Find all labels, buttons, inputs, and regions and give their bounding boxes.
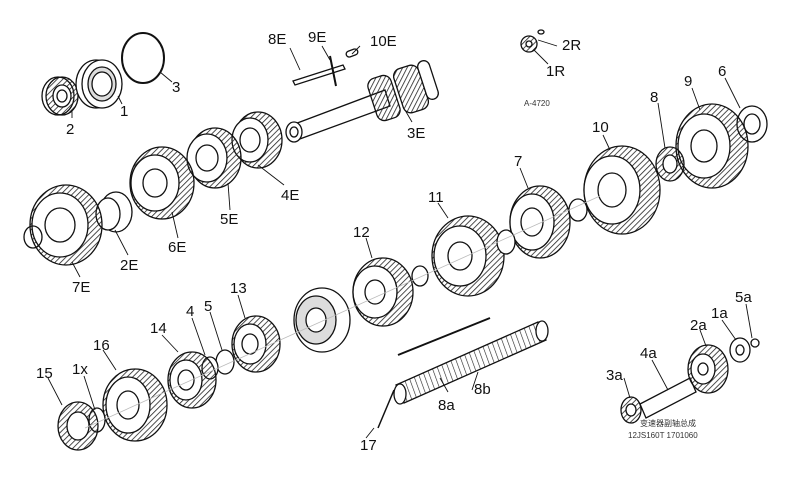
label-2a: 2a [690,317,707,334]
label-8E: 8E [268,31,286,48]
label-4E: 4E [281,187,299,204]
label-1x: 1x [72,361,88,378]
bearing-race-part-1 [75,59,123,109]
label-2R: 2R [562,37,581,54]
label-5: 5 [204,298,212,315]
washer-part-1a [729,337,751,363]
gear-part-2a [687,344,729,394]
label-1a: 1a [711,305,728,322]
dowel-part-17 [377,389,395,429]
label-9E: 9E [308,29,326,46]
gear-part-7 [509,185,588,259]
label-7E: 7E [72,279,90,296]
label-16: 16 [93,337,110,354]
label-4: 4 [186,303,194,320]
label-13: 13 [230,280,247,297]
label-2: 2 [66,121,74,138]
gear-part-16 [102,368,168,442]
label-2E: 2E [120,257,138,274]
label-14: 14 [150,320,167,337]
washer-part-1R [520,35,538,53]
label-6: 6 [718,63,726,80]
pin-part-2R [537,29,545,35]
gear-part-12 [352,257,429,327]
label-17: 17 [360,437,377,454]
gear-part-10 [583,145,661,235]
label-11: 11 [428,189,444,206]
input-shaft-part-3E [285,60,439,143]
label-15: 15 [36,365,53,382]
bearing-part-8 [655,146,685,182]
label-10: 10 [592,119,609,136]
label-5E: 5E [220,211,238,228]
snap-ring-part-3 [121,32,165,84]
label-10E: 10E [370,33,397,50]
gear-part-5E [186,127,242,189]
pinion-part-3a [620,396,642,424]
label-4a: 4a [640,345,657,362]
caption-line-1: 变速器副轴总成 [640,418,696,428]
label-12: 12 [353,224,370,241]
leader-lines [47,39,753,439]
label-8: 8 [650,89,658,106]
drawing-number: A-4720 [524,99,550,108]
key-part-8E [292,64,346,86]
label-6E: 6E [168,239,186,256]
label-7: 7 [514,153,522,170]
caption-line-2: 12JS160T 1701060 [628,431,698,440]
gear-part-11 [431,215,516,297]
label-8b: 8b [474,381,491,398]
label-9: 9 [684,73,692,90]
gear-part-6E [129,146,195,220]
bearing-part-2 [41,76,79,116]
label-1R: 1R [546,63,565,80]
gear-part-13 [231,315,281,373]
gear-part-9 [675,103,749,189]
label-1: 1 [120,103,128,120]
rod-part-8b [397,317,491,356]
label-8a: 8a [438,397,455,414]
label-3a: 3a [606,367,623,384]
sleeve-part-synchro [293,287,351,353]
label-3: 3 [172,79,180,96]
gear-part-7E [23,184,103,266]
shaft-part-4a [639,377,697,419]
part-labels: 2 1 3 8E 9E 10E 3E 4E 5E 6E 2E 7E 2R 1R … [36,29,752,454]
nut-part-5a [750,338,760,348]
label-3E: 3E [407,125,425,142]
bearing-part-15 [57,401,99,451]
pin-part-9E [329,55,337,87]
splined-shaft-part-8a [393,320,549,405]
label-5a: 5a [735,289,752,306]
